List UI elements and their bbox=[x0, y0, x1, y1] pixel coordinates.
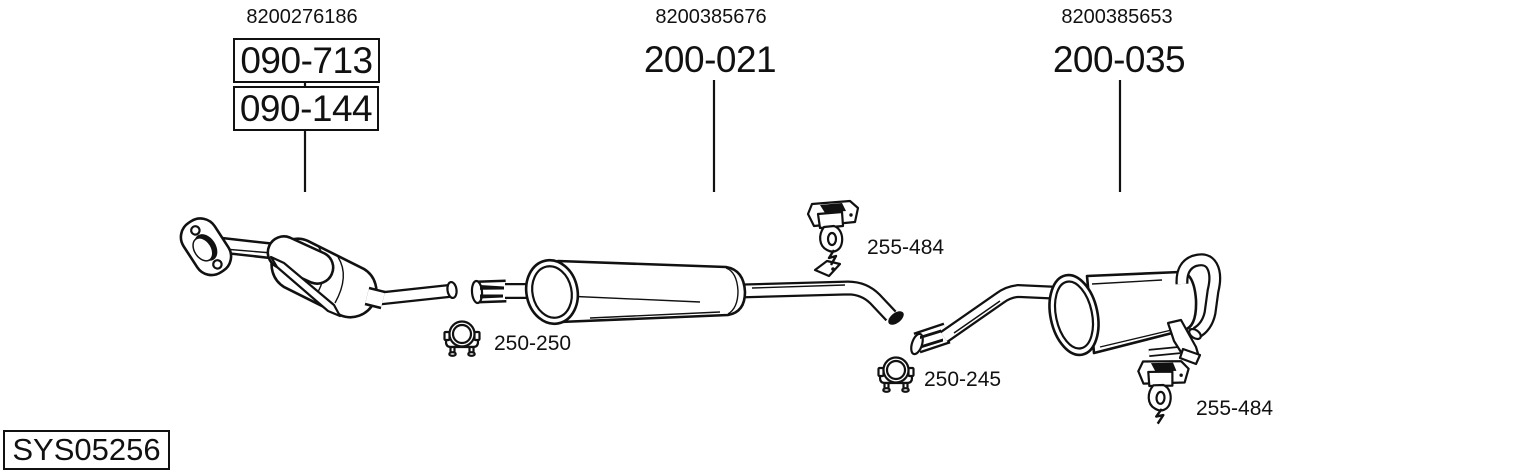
part-code-200-021: 200-021 bbox=[643, 39, 777, 80]
centre-section-artwork bbox=[470, 258, 904, 326]
rear-section-artwork bbox=[910, 253, 1222, 366]
oem-number-rear: 8200385653 bbox=[1061, 6, 1173, 28]
clamp-icon bbox=[877, 356, 915, 393]
part-code-box-090-144: 090-144 bbox=[233, 86, 379, 131]
oem-number-centre: 8200385676 bbox=[655, 6, 767, 28]
oem-number-front: 8200276186 bbox=[246, 6, 358, 28]
fitting-code-hanger-centre: 255-484 bbox=[867, 236, 945, 259]
fitting-code-hanger-rear: 255-484 bbox=[1196, 397, 1274, 420]
part-code-200-035: 200-035 bbox=[1052, 39, 1186, 80]
front-flange bbox=[179, 217, 233, 277]
centre-muffler bbox=[556, 259, 747, 324]
fitting-code-clamp-front: 250-250 bbox=[494, 332, 572, 355]
system-code-box: SYS05256 bbox=[3, 430, 170, 470]
leader-lines bbox=[303, 80, 1122, 192]
part-code-box-090-713: 090-713 bbox=[233, 38, 380, 83]
fitting-code-clamp-rear: 250-245 bbox=[924, 368, 1002, 391]
hanger-icon bbox=[1133, 357, 1191, 427]
hanger-icon bbox=[806, 199, 860, 267]
front-section-artwork bbox=[179, 217, 458, 319]
clamp-icon bbox=[443, 320, 481, 357]
